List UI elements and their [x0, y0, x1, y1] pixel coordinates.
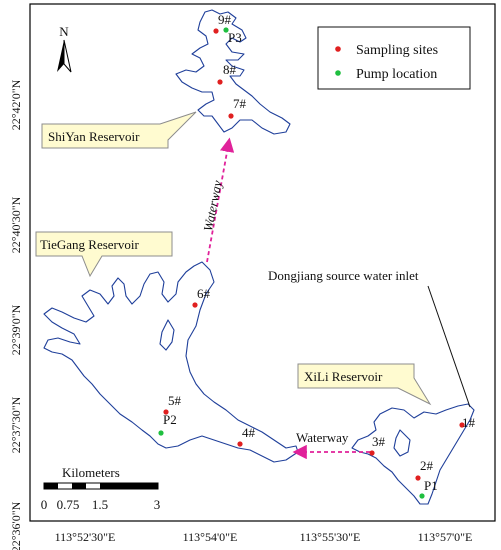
xili-callout: XiLi Reservoir [297, 363, 432, 406]
sampling-site-7 [228, 113, 234, 119]
sampling-site-8 [217, 79, 223, 85]
pump-label-p2: P2 [163, 412, 177, 427]
site-label-8: 8# [223, 62, 237, 77]
site-label-1: 1# [462, 415, 476, 430]
waterway-east-label: Waterway [296, 430, 349, 445]
sampling-site-9 [213, 28, 219, 34]
x-tick-label: 113°52'30"E [55, 530, 116, 544]
y-tick-label: 22°37'30"N [9, 396, 23, 453]
inlet-label: Dongjiang source water inlet [268, 268, 419, 283]
x-tick-label: 113°57'0"E [418, 530, 473, 544]
sampling-site-6 [192, 302, 198, 308]
x-tick-label: 113°54'0"E [183, 530, 238, 544]
x-axis-labels: 113°52'30"E 113°54'0"E 113°55'30"E 113°5… [55, 530, 473, 544]
shiyan-reservoir-label: ShiYan Reservoir [48, 129, 140, 144]
legend: Sampling sites Pump location [317, 26, 471, 90]
y-tick-label: 22°36'0"N [9, 501, 23, 550]
site-label-4: 4# [242, 425, 256, 440]
pump-marker-p3 [223, 27, 229, 33]
pump-label-p3: P3 [228, 30, 242, 45]
legend-pump-label: Pump location [356, 67, 437, 82]
pump-marker-p2 [158, 430, 164, 436]
pump-label-p1: P1 [424, 478, 438, 493]
tiegang-callout: TieGang Reservoir [35, 231, 173, 278]
scale-bar-segment [100, 483, 158, 489]
scale-bar-title: Kilometers [62, 465, 120, 480]
pump-marker-p1 [419, 493, 425, 499]
y-tick-label: 22°40'30"N [9, 196, 23, 253]
sampling-site-2 [415, 475, 421, 481]
scale-bar-label: 0 [41, 497, 48, 512]
scale-bar-label: 1.5 [92, 497, 108, 512]
site-label-3: 3# [372, 434, 386, 449]
site-label-7: 7# [233, 96, 247, 111]
site-label-6: 6# [197, 286, 211, 301]
scale-bar: Kilometers 0 0.75 1.5 3 [41, 465, 161, 512]
shiyan-callout: ShiYan Reservoir [41, 111, 197, 149]
site-label-9: 9# [218, 12, 232, 27]
scale-bar-label: 3 [154, 497, 161, 512]
sampling-sites: 9# P3 8# 7# 6# 5# P2 4# 3# 2# P1 1# [158, 12, 476, 499]
xili-reservoir-label: XiLi Reservoir [304, 369, 383, 384]
sampling-site-4 [237, 441, 243, 447]
y-tick-label: 22°42'0"N [9, 79, 23, 130]
y-tick-label: 22°39'0"N [9, 304, 23, 355]
tiegang-reservoir-outline [43, 261, 299, 463]
legend-box [317, 26, 471, 90]
site-label-5: 5# [168, 393, 182, 408]
shiyan-reservoir-outline [175, 9, 291, 135]
legend-sampling-marker [335, 46, 341, 52]
scale-bar-segment [72, 483, 86, 489]
map-frame [29, 3, 496, 522]
sampling-site-5 [163, 409, 169, 415]
north-arrow-icon: N [57, 24, 72, 73]
sampling-site-1 [459, 422, 465, 428]
legend-pump-marker [335, 70, 341, 76]
north-label: N [59, 24, 69, 39]
legend-sampling-label: Sampling sites [356, 43, 438, 58]
inlet-leader-line [427, 285, 471, 408]
site-label-2: 2# [420, 458, 434, 473]
sampling-site-3 [369, 450, 375, 456]
x-tick-label: 113°55'30"E [300, 530, 361, 544]
scale-bar-segment [44, 483, 58, 489]
tiegang-reservoir-label: TieGang Reservoir [40, 237, 139, 252]
xili-reservoir-outline [351, 403, 475, 505]
y-axis-labels: 22°42'0"N 22°40'30"N 22°39'0"N 22°37'30"… [9, 79, 23, 550]
scale-bar-label: 0.75 [57, 497, 80, 512]
